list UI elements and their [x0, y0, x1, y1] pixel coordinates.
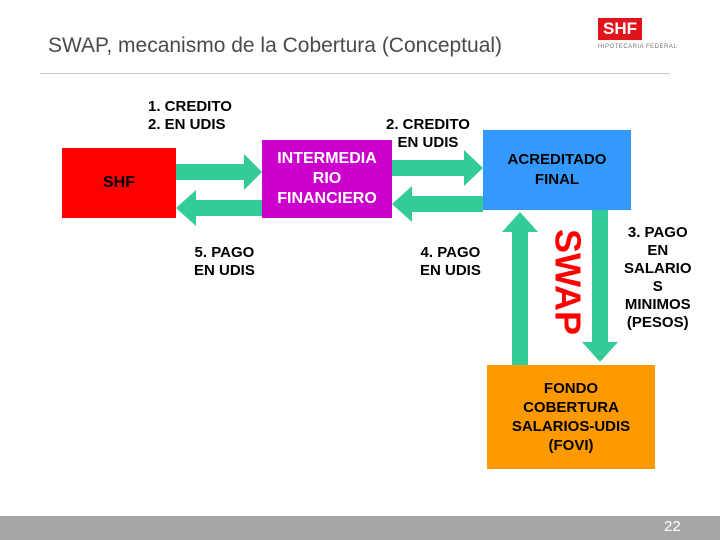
label-1-line-1: 1. CREDITO — [148, 98, 232, 115]
fondo-line-2: COBERTURA — [523, 399, 619, 416]
page-title: SWAP, mecanismo de la Cobertura (Concept… — [48, 34, 503, 57]
arrow-intermediary-to-acreditado — [392, 150, 483, 186]
label-4-line-1: 4. PAGO — [420, 244, 481, 261]
intermediary-line-1: INTERMEDIA — [277, 150, 377, 167]
label-5-line-2: EN UDIS — [194, 262, 255, 279]
acreditado-box: ACREDITADO FINAL — [483, 130, 631, 210]
intermediary-line-2: RIO — [312, 170, 342, 187]
arrow-acreditado-to-fondo — [582, 210, 618, 362]
label-pago-salarios: 3. PAGO EN SALARIO S MINIMOS (PESOS) — [624, 224, 692, 332]
label-3-line-4: S — [652, 278, 663, 295]
label-3-line-5: MINIMOS — [624, 296, 691, 313]
swap-text: SWAP — [548, 229, 588, 335]
label-credito-udis: 1. CREDITO 2. EN UDIS — [148, 98, 232, 134]
label-2-line-2: EN UDIS — [397, 134, 459, 151]
label-3-line-6: (PESOS) — [626, 314, 689, 331]
arrow-fondo-to-acreditado — [502, 212, 538, 365]
label-pago-4: 4. PAGO EN UDIS — [420, 244, 481, 280]
page-number: 22 — [664, 518, 681, 535]
label-3-line-1: 3. PAGO — [627, 224, 688, 241]
fondo-line-4: (FOVI) — [548, 437, 594, 454]
arrow-acreditado-to-intermediary — [392, 186, 483, 222]
label-1-line-2: 2. EN UDIS — [148, 116, 226, 133]
intermediary-box: INTERMEDIA RIO FINANCIERO — [262, 140, 392, 218]
label-5-line-1: 5. PAGO — [194, 244, 255, 261]
logo-mark: SHF — [598, 18, 642, 40]
label-3-line-2: EN — [647, 242, 669, 259]
fondo-line-3: SALARIOS-UDIS — [511, 418, 631, 435]
title-divider — [40, 73, 670, 74]
footer-bar — [0, 516, 720, 540]
label-2-line-1: 2. CREDITO — [386, 116, 470, 133]
label-pago-5: 5. PAGO EN UDIS — [194, 244, 255, 280]
fondo-box: FONDO COBERTURA SALARIOS-UDIS (FOVI) — [487, 365, 655, 469]
arrow-intermediary-to-shf — [176, 190, 262, 226]
shf-logo: SHF HIPOTECARIA FEDERAL — [598, 18, 677, 62]
label-3-line-3: SALARIO — [624, 260, 692, 277]
label-4-line-2: EN UDIS — [420, 262, 481, 279]
intermediary-line-3: FINANCIERO — [277, 190, 377, 207]
acreditado-line-1: ACREDITADO — [507, 151, 607, 168]
shf-box: SHF — [62, 148, 176, 218]
label-credito-en-udis: 2. CREDITO EN UDIS — [386, 116, 470, 152]
logo-text: HIPOTECARIA FEDERAL — [598, 44, 678, 50]
acreditado-line-2: FINAL — [534, 171, 580, 188]
arrow-shf-to-intermediary — [176, 154, 262, 190]
fondo-line-1: FONDO — [543, 380, 599, 397]
swap-vertical-label: SWAP — [548, 229, 588, 335]
